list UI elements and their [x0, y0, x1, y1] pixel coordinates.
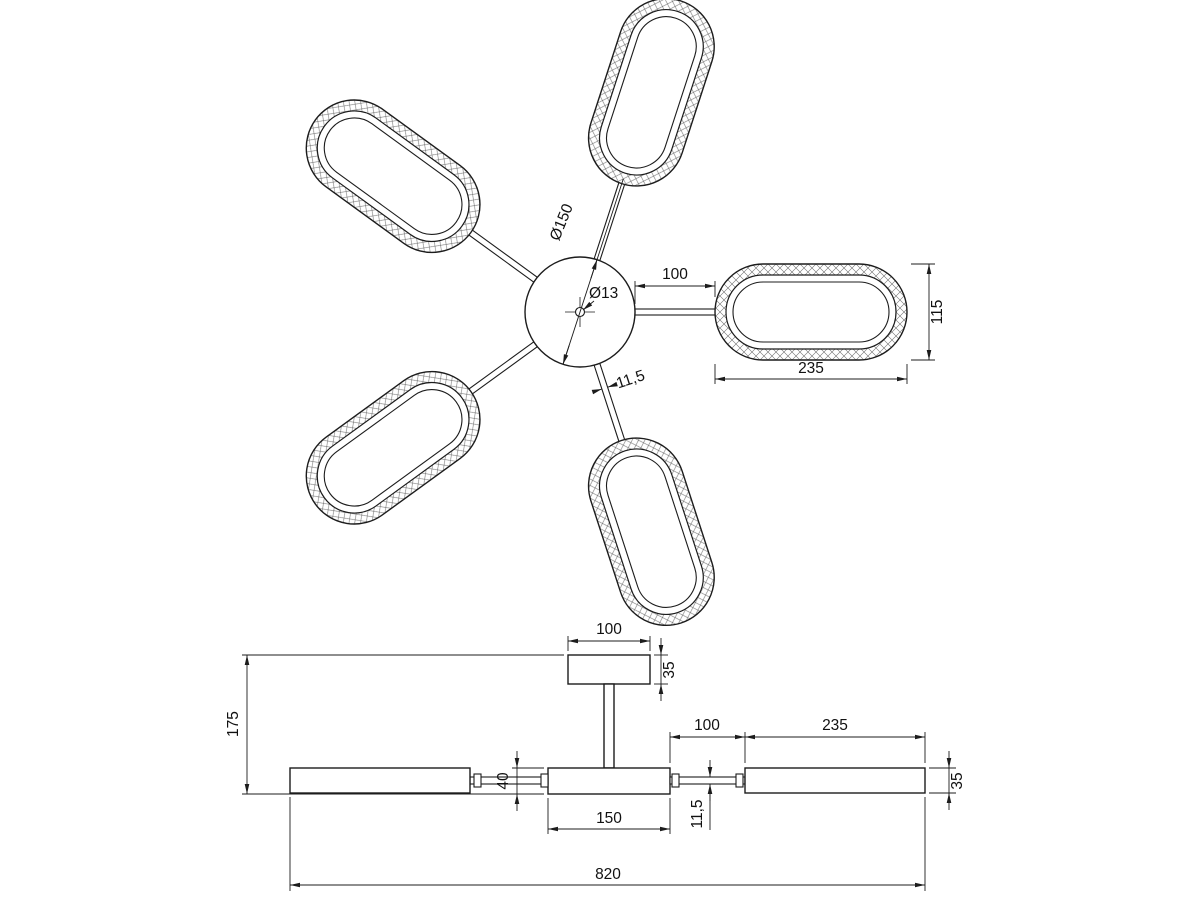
- dim-label-hub-diameter: Ø150: [547, 201, 577, 243]
- dim-arrow: [562, 345, 570, 365]
- top-view: Ø150 Ø13 100 115 235: [286, 0, 946, 639]
- side-view: 100 35 175 40: [225, 621, 966, 891]
- dim-label-arm-gap: 100: [694, 717, 720, 734]
- dim-shade-height: 35: [929, 751, 966, 810]
- arm-bottom: [550, 348, 728, 639]
- dim-arm-length: 100: [634, 266, 716, 304]
- dim-arrow: [591, 388, 603, 395]
- dim-label-shade-length-side: 235: [822, 717, 848, 734]
- tube-collar: [735, 773, 744, 788]
- dim-label-shade-length: 235: [798, 360, 824, 377]
- tube-collar: [671, 773, 680, 788]
- arm-top: [550, 0, 728, 276]
- stem: [603, 683, 615, 769]
- dim-label-canopy-width: 100: [596, 621, 622, 638]
- dim-label-tube-diameter-side: 11,5: [689, 799, 706, 828]
- dim-label-overall-width: 820: [595, 866, 621, 883]
- arm-upper-left: [286, 80, 565, 320]
- dim-canopy-width: 100: [567, 621, 651, 651]
- dim-label-height: 175: [225, 711, 242, 737]
- dim-label-body-length: 150: [596, 810, 622, 827]
- dim-label-shade-width: 115: [929, 300, 946, 325]
- dim-overall-width: 820: [289, 797, 926, 891]
- dim-label-arm-length: 100: [662, 266, 688, 283]
- tube-collar: [540, 773, 549, 788]
- tube-collar: [473, 773, 482, 788]
- dim-label-tube-diameter: 11,5: [614, 367, 647, 392]
- leader-line: [582, 300, 595, 311]
- dim-arrow: [607, 381, 618, 388]
- central-body: [547, 767, 671, 795]
- dim-canopy-height: 35: [654, 638, 678, 701]
- dim-label-shade-height: 35: [949, 772, 966, 789]
- right-arm-tube: [669, 776, 746, 785]
- arm-lower-left: [286, 304, 565, 544]
- dim-height: 175: [225, 654, 564, 795]
- dim-label-canopy-height: 35: [661, 661, 678, 678]
- dim-label-body-depth: 40: [495, 772, 512, 790]
- dim-shade-length: 235: [714, 360, 908, 384]
- left-shade: [289, 767, 471, 794]
- dim-label-center-hole: Ø13: [589, 285, 618, 302]
- dim-arrow: [590, 259, 598, 279]
- dim-body-depth: 40: [495, 751, 544, 811]
- dim-shade-width: 115: [911, 263, 946, 361]
- dim-body-length: 150: [547, 798, 671, 834]
- ceiling-canopy: [567, 654, 651, 685]
- right-shade: [744, 767, 926, 794]
- dim-tube-diameter-side: 11,5: [689, 760, 713, 830]
- dim-arm-gap-and-shade: 100 235: [669, 717, 926, 763]
- dim-center-hole: Ø13: [582, 285, 618, 311]
